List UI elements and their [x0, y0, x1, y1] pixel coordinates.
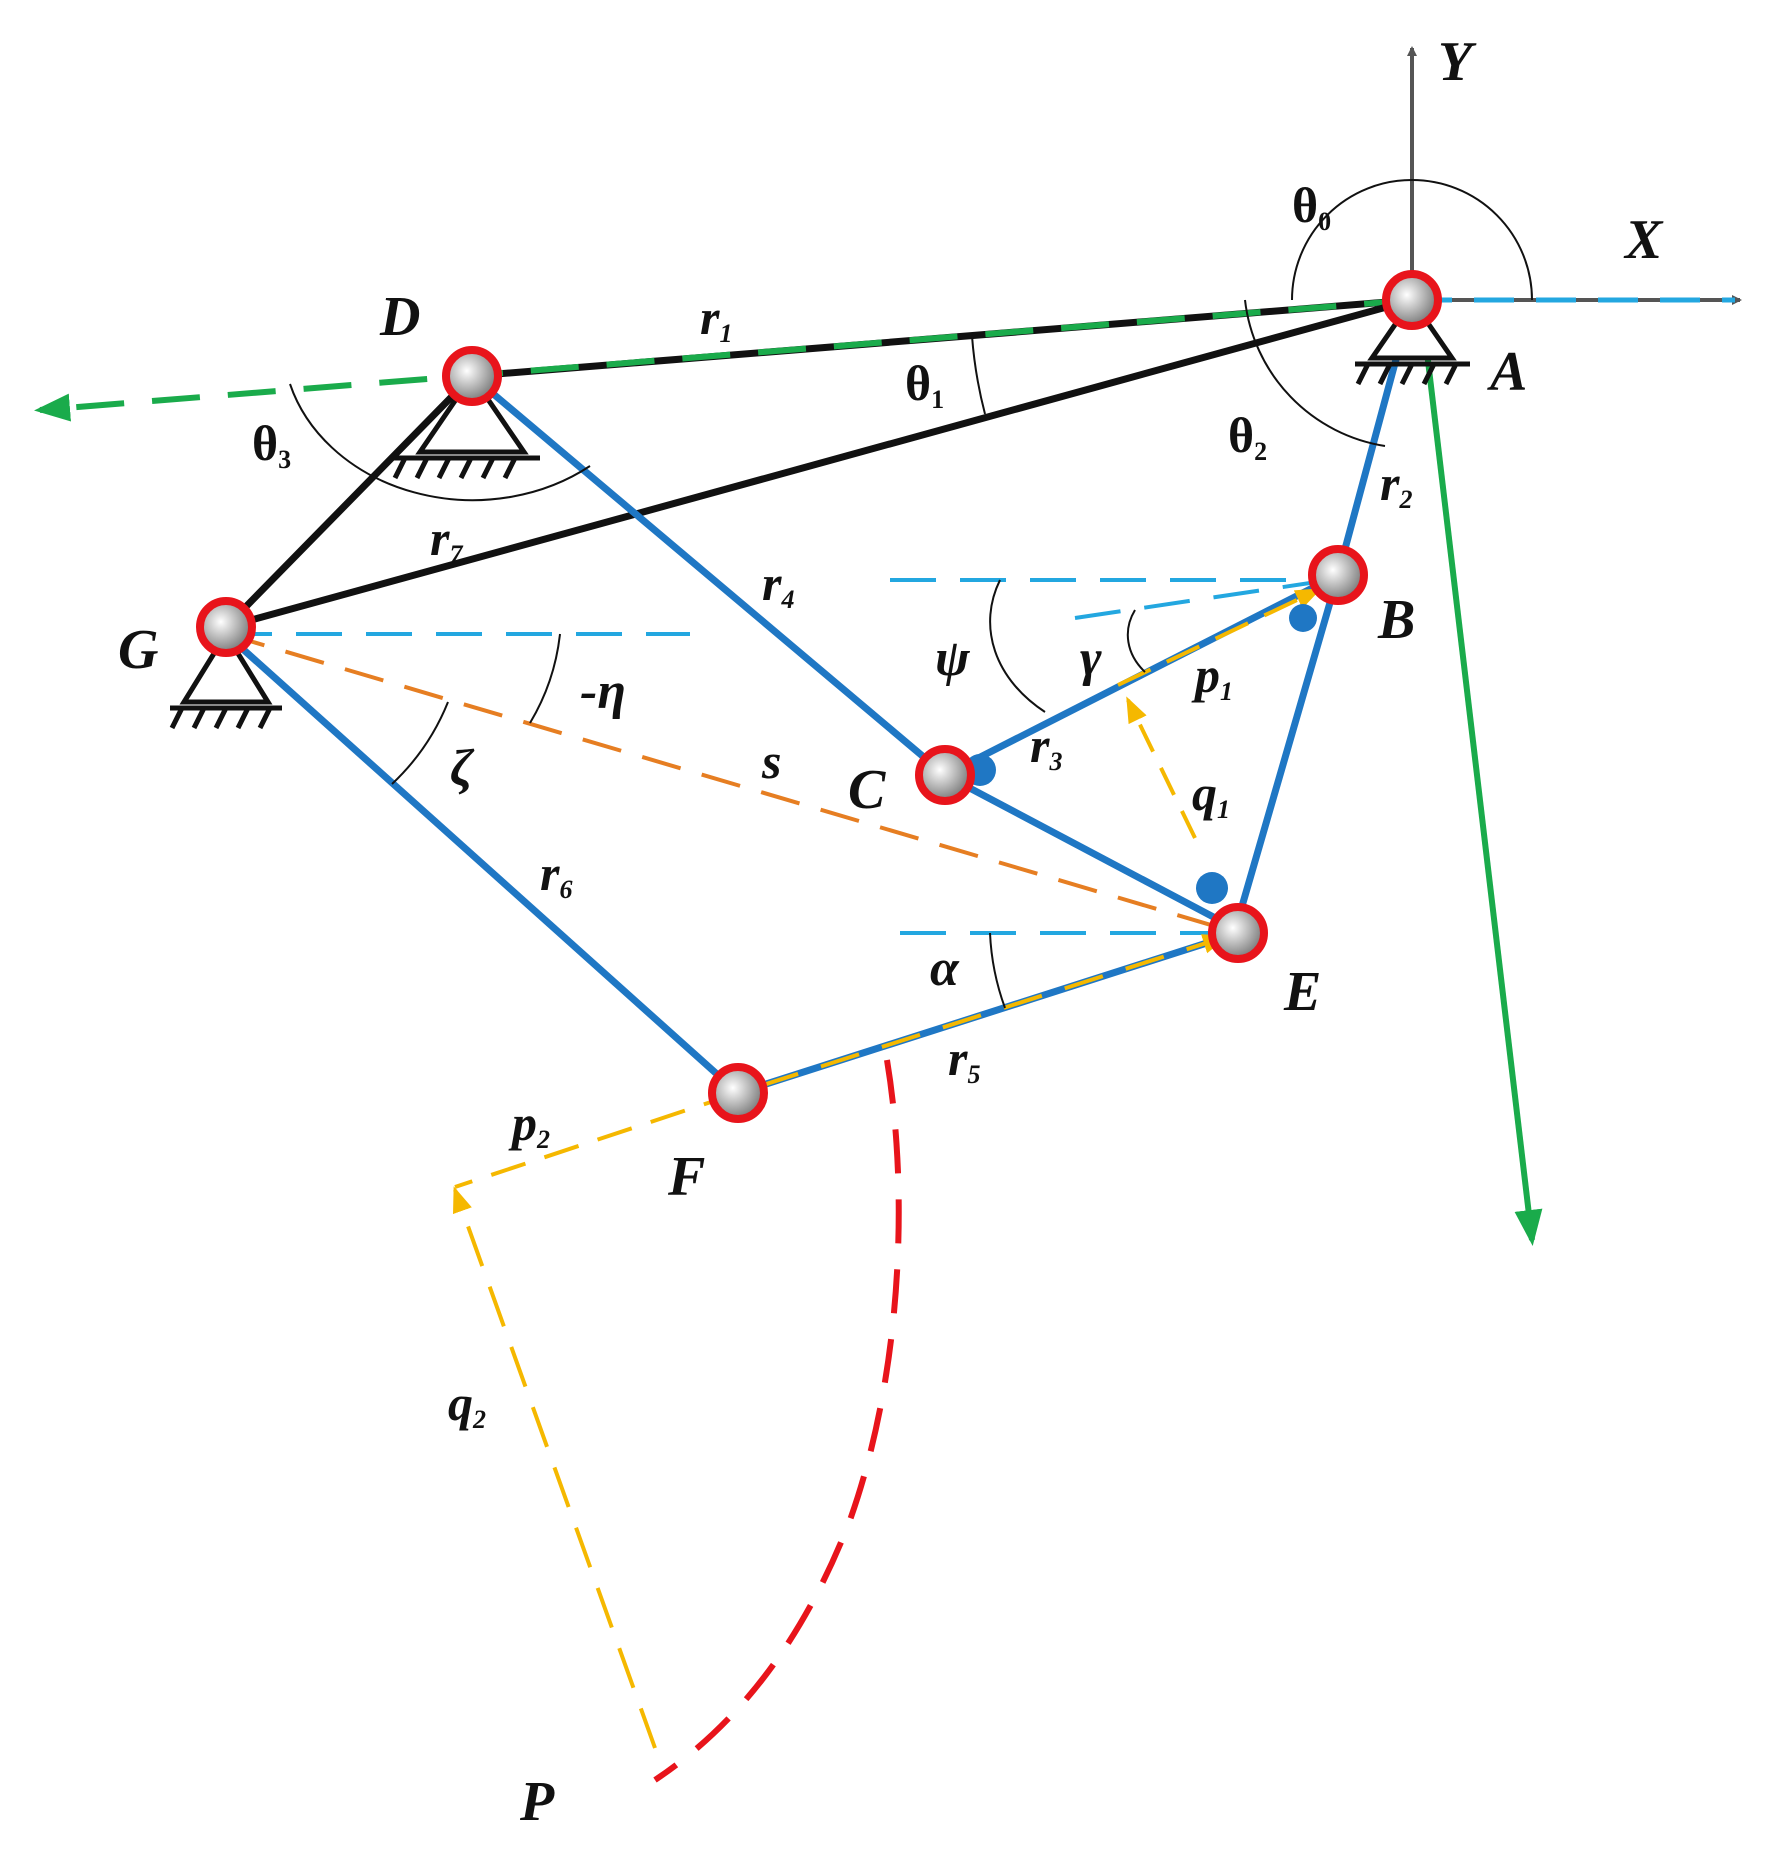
link-label-r5: r5: [948, 1030, 980, 1089]
p1-vector: [1117, 588, 1322, 687]
point-label-d: D: [379, 286, 420, 348]
connection-dot-b: [1289, 604, 1317, 632]
link-label-r6: r6: [540, 845, 572, 904]
point-label-g: G: [118, 619, 158, 681]
point-label-p: P: [519, 1771, 555, 1833]
joint-b: [1308, 545, 1368, 605]
point-label-c: C: [848, 759, 886, 821]
point-label-b: B: [1377, 589, 1415, 651]
psi-arc: [989, 579, 1046, 713]
joint-a: [1382, 270, 1442, 330]
link-label-r1: r1: [700, 289, 732, 348]
theta1-arc: [971, 335, 986, 415]
joint-e: [1208, 903, 1268, 963]
link-label-r7: r7: [430, 510, 463, 569]
alpha-arc: [989, 932, 1006, 1009]
joint-f: [708, 1063, 768, 1123]
q1-vector: [1126, 696, 1197, 839]
direction-arrow-green: [1419, 309, 1543, 1246]
p2-dashed-line: [454, 1091, 739, 1189]
reference-dash-green: [34, 297, 1413, 422]
angle-label-gamma: γ: [1080, 630, 1102, 687]
link-label-r3: r3: [1030, 717, 1062, 776]
point-label-a: A: [1487, 341, 1527, 403]
link-label-s: s: [761, 733, 781, 789]
joint-c: [915, 745, 975, 805]
link-label-r4: r4: [762, 555, 794, 614]
point-label-e: E: [1283, 961, 1321, 1023]
trajectory-curve-red: [653, 1059, 902, 1783]
link-label-q1: q1: [1192, 765, 1230, 824]
angle-label-neg-eta: -η: [580, 663, 626, 720]
r4-link: [469, 373, 948, 778]
ground-support-g: [169, 629, 282, 730]
neg-eta-arc: [529, 633, 561, 724]
joint-g: [196, 597, 256, 657]
theta2-arc: [1244, 299, 1386, 447]
angle-label-theta3: θ3: [252, 415, 291, 474]
angle-label-alpha: α: [930, 940, 960, 997]
ground-support-d: [392, 371, 540, 480]
theta0-arc: [1291, 179, 1533, 301]
angle-label-theta1: θ1: [905, 355, 944, 414]
s-dashed-line: [225, 632, 1239, 935]
r6-link: [223, 631, 741, 1096]
theta3-arc: [289, 383, 591, 502]
joint-d: [442, 346, 502, 406]
angle-label-theta2: θ2: [1228, 407, 1267, 466]
gamma-ref-line: [1074, 578, 1331, 620]
angle-label-psi: ψ: [935, 630, 971, 687]
zeta-arc: [391, 701, 449, 785]
angle-label-theta0: θ0: [1292, 177, 1331, 236]
ground-link-dg: [223, 373, 475, 630]
link-label-p1: p1: [1191, 647, 1233, 706]
r5-yellow-overlay: [759, 934, 1229, 1088]
link-ce: [943, 771, 1240, 934]
link-label-r2: r2: [1380, 455, 1412, 514]
q2-vector: [453, 1186, 657, 1749]
gamma-arc: [1126, 609, 1146, 673]
r7-link: [225, 296, 1413, 631]
axis-label-y: Y: [1438, 31, 1477, 93]
link-be: [1234, 574, 1342, 921]
axis-label-x: X: [1623, 209, 1664, 271]
angle-label-zeta: ζ: [450, 740, 475, 797]
point-label-f: F: [667, 1146, 705, 1208]
link-label-p2: p2: [508, 1095, 550, 1154]
connection-dot-e: [1196, 872, 1228, 904]
link-label-q2: q2: [448, 1375, 486, 1434]
